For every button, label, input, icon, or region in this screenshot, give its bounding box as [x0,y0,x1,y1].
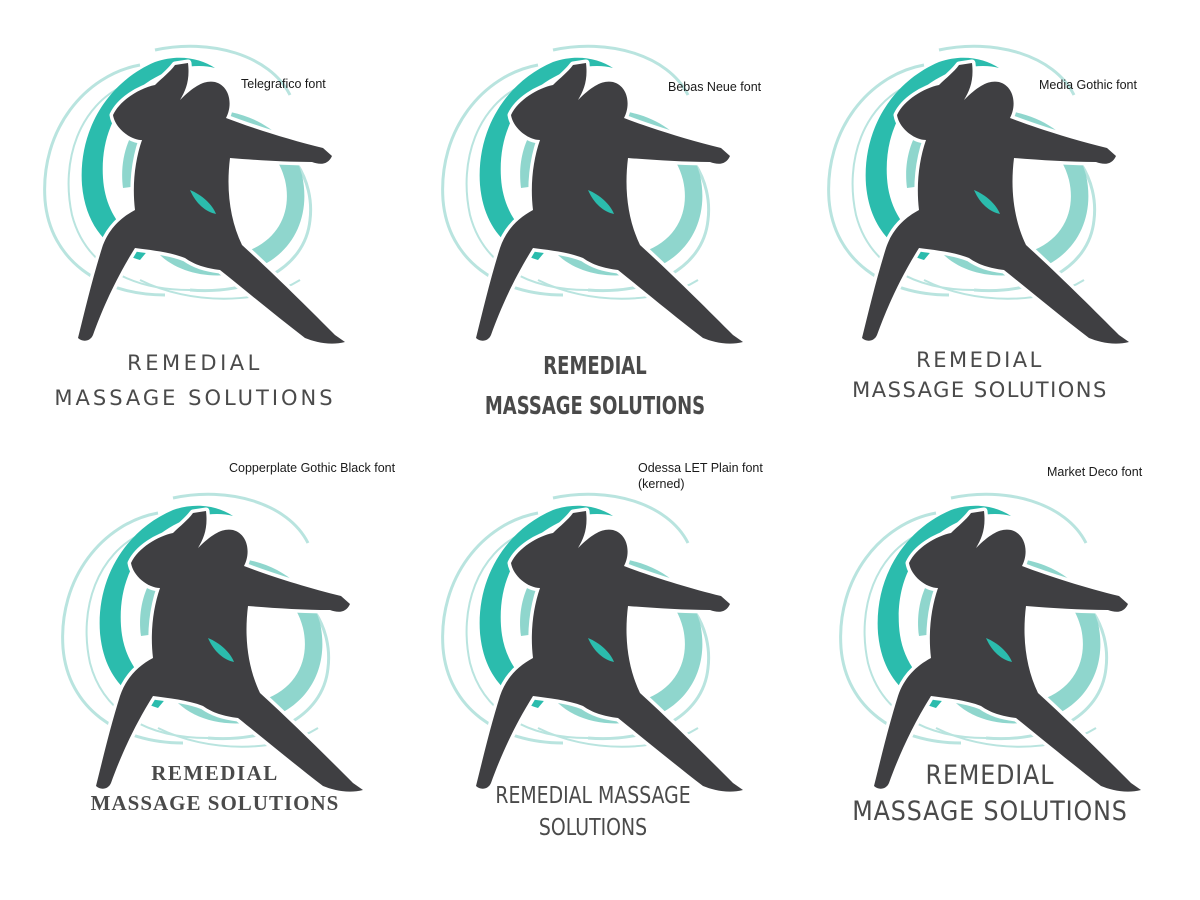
wordmark-line-1: REMEDIAL MASSAGE [495,783,691,809]
logo-variant-1: Telegrafico font REMEDIAL MASSAGE SOLUTI… [0,0,400,450]
logo-variant-3: Media Gothic font REMEDIAL MASSAGE SOLUT… [800,0,1200,450]
wordmark-line-1: REMEDIAL [151,761,279,785]
font-name-label: Odessa LET Plain font (kerned) [638,461,763,491]
wordmark: REMEDIAL MASSAGE SOLUTIONS [20,346,370,416]
font-name-label: Bebas Neue font [668,80,762,94]
wordmark-line-1: REMEDIAL [127,351,263,375]
logo-variant-4: Copperplate Gothic Black font REMEDIAL M… [0,450,400,900]
wordmark-line-2: MASSAGE SOLUTIONS [54,386,336,410]
logo-variant-6: Market Deco font REMEDIAL MASSAGE SOLUTI… [800,450,1200,900]
font-name-label: Telegrafico font [241,77,326,91]
wordmark: REMEDIAL MASSAGE SOLUTIONS [430,346,760,426]
font-name-label: Copperplate Gothic Black font [229,461,396,475]
wordmark: REMEDIAL MASSAGE SOLUTIONS [820,345,1140,405]
wordmark: REMEDIAL MASSAGE SOLUTIONS [820,758,1160,830]
wordmark-line-2: MASSAGE SOLUTIONS [852,796,1128,827]
logo-illustration [800,450,1200,900]
logo-variant-2: Bebas Neue font REMEDIAL MASSAGE SOLUTIO… [400,0,800,450]
wordmark-line-1: REMEDIAL [543,351,647,380]
wordmark-line-2: MASSAGE SOLUTIONS [852,378,1108,402]
font-name-label: Market Deco font [1047,465,1143,479]
wordmark-line-2: MASSAGE SOLUTIONS [484,391,706,420]
wordmark-line-1: REMEDIAL [916,348,1044,372]
wordmark-line-2: SOLUTIONS [538,815,648,841]
wordmark: REMEDIAL MASSAGE SOLUTIONS [40,758,390,818]
font-name-label: Media Gothic font [1039,78,1137,92]
logo-illustration [0,450,400,900]
wordmark-line-1: REMEDIAL [925,760,1055,791]
logo-variant-5: Odessa LET Plain font (kerned) REMEDIAL … [400,450,800,900]
wordmark-line-2: MASSAGE SOLUTIONS [90,791,340,815]
wordmark: REMEDIAL MASSAGE SOLUTIONS [438,780,748,844]
